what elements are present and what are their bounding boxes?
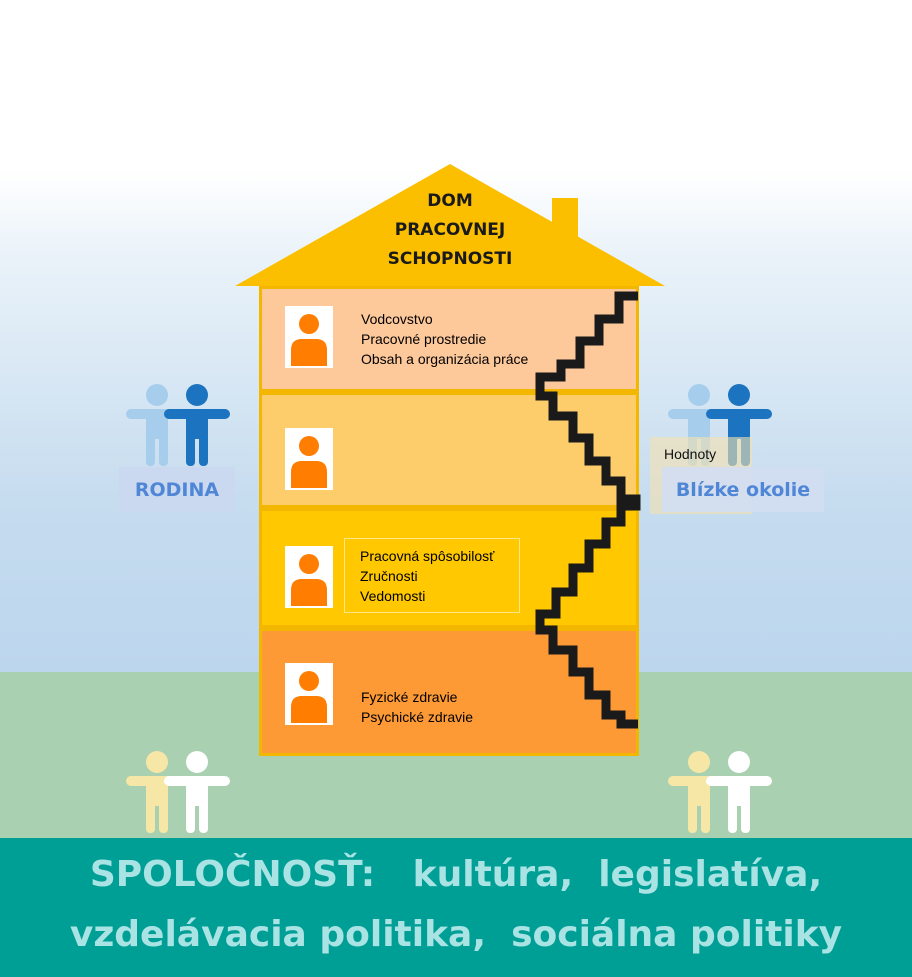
society-line-2: vzdelávacia politika, sociálna politiky <box>69 914 843 955</box>
floor-4-item-2: Psychické zdravie <box>361 709 474 725</box>
people-icon-lower-right <box>668 751 772 833</box>
roof-triangle <box>235 164 665 286</box>
worker-icon-floor-2 <box>285 428 333 490</box>
floor-3-item-1: Pracovná spôsobilosť <box>360 548 495 564</box>
people-icon-lower-left <box>126 751 230 833</box>
floor-4-text: Fyzické zdravie Psychické zdravie <box>361 687 473 727</box>
society-band: SPOLOČNOSŤ: kultúra, legislatíva, vzdelá… <box>0 838 912 977</box>
floor-3-item-2: Zručnosti <box>360 568 418 584</box>
floor-1-item-2: Pracovné prostredie <box>361 331 487 347</box>
family-people-icon <box>126 384 230 466</box>
family-label-text: RODINA <box>134 478 220 501</box>
values-label: Hodnoty <box>664 446 717 462</box>
floor-1-text: Vodcovstvo Pracovné prostredie Obsah a o… <box>361 309 528 369</box>
house-title-line-1: DOM <box>427 191 473 211</box>
society-line-1: SPOLOČNOSŤ: kultúra, legislatíva, <box>89 854 823 895</box>
surroundings-label-text: Blízke okolie <box>675 478 811 501</box>
floor-3-text-box <box>344 538 520 613</box>
floor-3-text: Pracovná spôsobilosť Zručnosti Vedomosti <box>360 546 494 606</box>
house-title-line-3: SCHOPNOSTI <box>387 249 513 269</box>
worker-icon-floor-4 <box>285 663 333 725</box>
surroundings-label: Blízke okolie <box>662 467 824 512</box>
floor-1-item-1: Vodcovstvo <box>361 311 433 327</box>
floor-1-item-3: Obsah a organizácia práce <box>361 351 529 367</box>
house-roof <box>235 164 665 286</box>
floor-3-item-3: Vedomosti <box>360 588 426 604</box>
worker-icon-floor-1 <box>285 306 333 368</box>
family-label: RODINA <box>119 467 235 512</box>
house-title-line-2: PRACOVNEJ <box>394 220 506 240</box>
worker-icon-floor-3 <box>285 546 333 608</box>
floor-4-item-1: Fyzické zdravie <box>361 689 458 705</box>
